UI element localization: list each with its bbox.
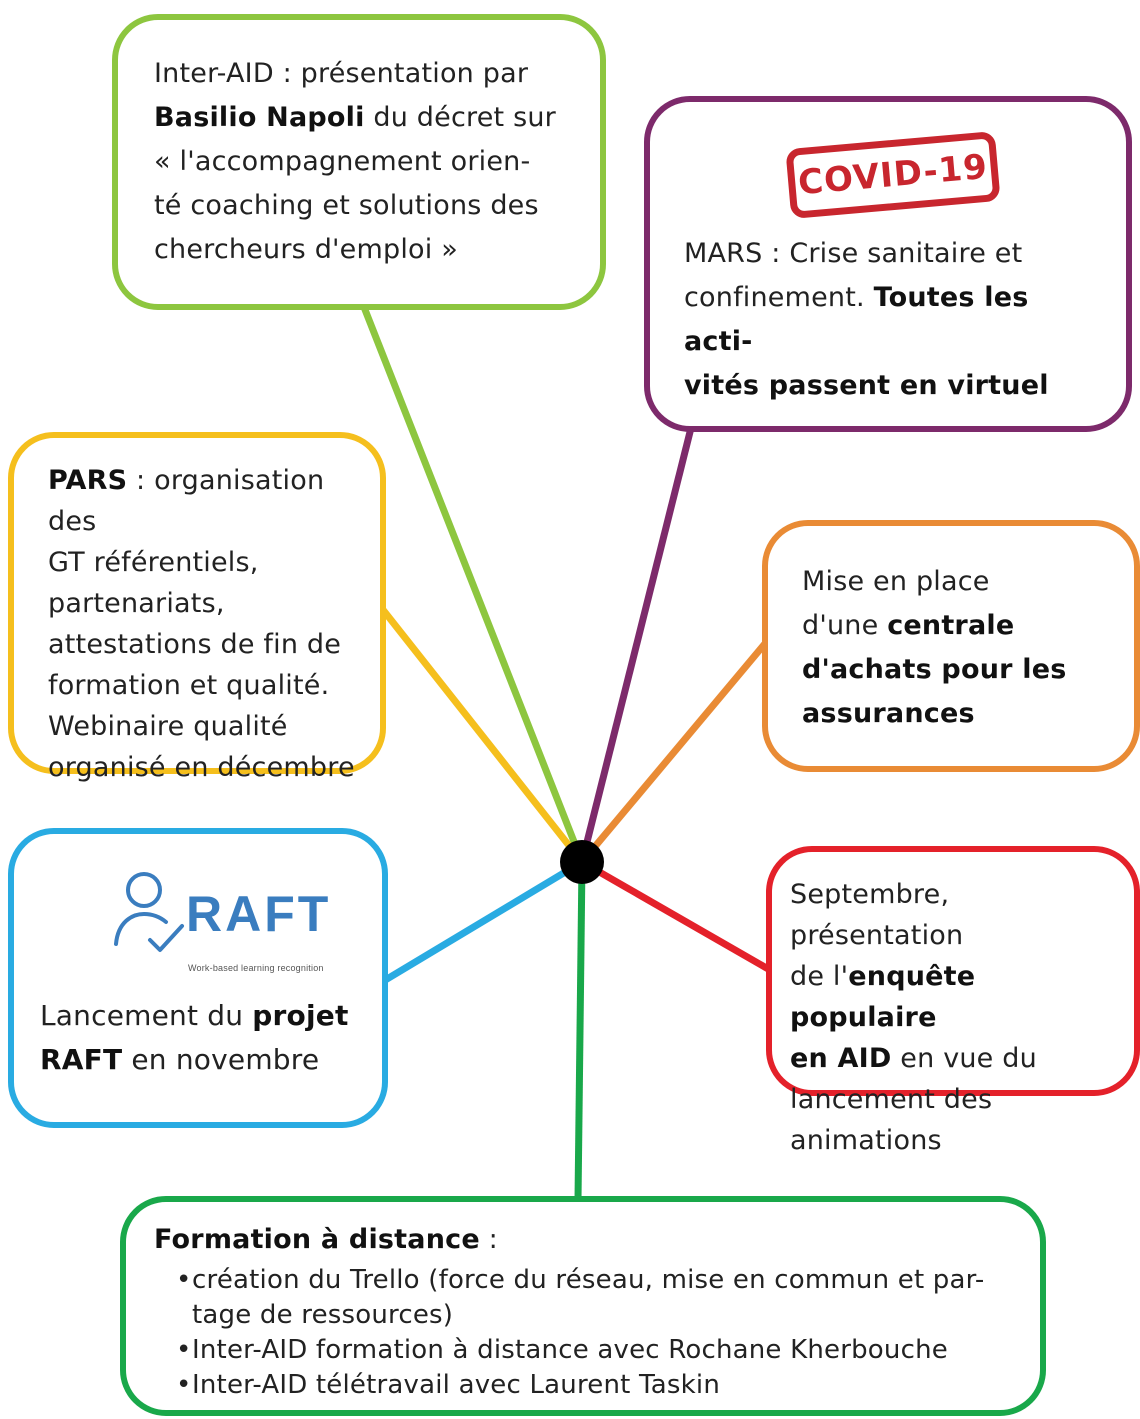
enquete-line4: lancement des bbox=[790, 1084, 993, 1115]
pars-line5: formation et qualité. bbox=[48, 670, 330, 701]
pars-label: PARS bbox=[48, 465, 128, 496]
raft-line1-bold: projet bbox=[252, 999, 349, 1032]
covid-line1: MARS : Crise sanitaire et bbox=[684, 238, 1023, 269]
enquete-line2-bold: enquête populaire bbox=[790, 961, 976, 1033]
formation-item2: Inter-AID formation à distance avec Roch… bbox=[192, 1335, 948, 1365]
connector-enquete bbox=[580, 858, 772, 974]
assur-line1: Mise en place bbox=[802, 566, 990, 597]
box-enquete: Septembre, présentation de l'enquête pop… bbox=[766, 846, 1140, 1156]
formation-list: création du Trello (force du réseau, mis… bbox=[154, 1263, 1020, 1403]
inter-aid-speaker: Basilio Napoli bbox=[154, 102, 365, 133]
raft-line1: Lancement du projet bbox=[40, 994, 370, 1038]
covid-line2-bold: Toutes les acti- bbox=[684, 282, 1029, 357]
inter-aid-line5: chercheurs d'emploi » bbox=[154, 234, 458, 265]
enquete-line3-bold: en AID bbox=[790, 1043, 892, 1074]
inter-aid-line2-rest: du décret sur bbox=[364, 102, 556, 133]
formation-title: Formation à distance bbox=[154, 1224, 480, 1255]
pars-line1: PARS : organisation des bbox=[48, 460, 370, 542]
hub-dot bbox=[560, 840, 604, 884]
enquete-line3-rest: en vue du bbox=[891, 1043, 1037, 1074]
connector-formation bbox=[574, 861, 586, 1201]
inter-aid-line1: Inter-AID : présentation par bbox=[154, 58, 529, 89]
connector-pars bbox=[377, 603, 585, 865]
assur-line3-bold: d'achats pour les bbox=[802, 654, 1067, 685]
formation-item-trello: création du Trello (force du réseau, mis… bbox=[176, 1263, 1020, 1333]
covid-stamp-text: COVID-19 bbox=[796, 146, 990, 204]
box-inter-aid: Inter-AID : présentation par Basilio Nap… bbox=[112, 14, 606, 310]
pars-line1-rest: : organisation des bbox=[48, 465, 325, 537]
inter-aid-line2: Basilio Napoli du décret sur bbox=[154, 96, 574, 140]
person-check-icon bbox=[114, 872, 184, 952]
pars-line3: partenariats, bbox=[48, 588, 225, 619]
raft-line2-bold: RAFT bbox=[40, 1043, 123, 1076]
enquete-line1: Septembre, présentation bbox=[790, 879, 964, 951]
inter-aid-line3: « l'accompagnement orien- bbox=[154, 146, 531, 177]
box-covid: COVID-19 MARS : Crise sanitaire et confi… bbox=[644, 96, 1132, 432]
inter-aid-line4: té coaching et solutions des bbox=[154, 190, 539, 221]
connector-raft bbox=[380, 858, 584, 986]
box-formation: Formation à distance : création du Trell… bbox=[120, 1196, 1046, 1416]
box-pars: PARS : organisation des GT référentiels,… bbox=[8, 432, 386, 783]
covid-line3-bold: vités passent en virtuel bbox=[684, 370, 1049, 401]
raft-logo-word: RAFT bbox=[186, 886, 332, 942]
formation-title-rest: : bbox=[479, 1224, 498, 1255]
pars-line2: GT référentiels, bbox=[48, 547, 259, 578]
raft-line1-plain: Lancement du bbox=[40, 999, 253, 1032]
formation-title-line: Formation à distance : bbox=[154, 1222, 1020, 1257]
box-assurances: Mise en place d'une centrale d'achats po… bbox=[762, 520, 1140, 772]
assur-line3: d'achats pour les bbox=[802, 648, 1124, 692]
covid-line2: confinement. Toutes les acti- bbox=[684, 276, 1106, 364]
connector-assurances bbox=[579, 637, 771, 865]
assur-line2-bold: centrale bbox=[887, 610, 1015, 641]
covid-stamp-icon: COVID-19 bbox=[785, 130, 1001, 220]
enquete-line3: en AID en vue du bbox=[790, 1038, 1128, 1079]
raft-line2: RAFT en novembre bbox=[40, 1038, 370, 1082]
covid-line2-plain: confinement. bbox=[684, 282, 874, 313]
pars-line4: attestations de fin de bbox=[48, 629, 342, 660]
raft-logo: RAFT Work-based learning recognition bbox=[110, 870, 350, 973]
assur-line4-bold: assurances bbox=[802, 698, 975, 729]
raft-line2-rest: en novembre bbox=[122, 1043, 320, 1076]
box-raft: RAFT Work-based learning recognition Lan… bbox=[8, 828, 388, 1128]
formation-item-teletravail: Inter-AID télétravail avec Laurent Taski… bbox=[176, 1368, 1020, 1403]
connector-covid bbox=[578, 423, 696, 863]
assur-line2: d'une centrale bbox=[802, 604, 1124, 648]
pars-line7: organisé en décembre bbox=[48, 752, 355, 783]
enquete-line2: de l'enquête populaire bbox=[790, 956, 1128, 1038]
assur-line4: assurances bbox=[802, 692, 1124, 736]
pars-line6: Webinaire qualité bbox=[48, 711, 288, 742]
covid-line3: vités passent en virtuel bbox=[684, 364, 1106, 408]
formation-item1-line1: création du Trello (force du réseau, mis… bbox=[192, 1265, 985, 1295]
raft-logo-tagline: Work-based learning recognition bbox=[188, 963, 324, 973]
enquete-line2-plain: de l' bbox=[790, 961, 849, 992]
connector-inter-aid bbox=[358, 300, 586, 864]
enquete-line5: animations bbox=[790, 1125, 942, 1156]
assur-line2-plain: d'une bbox=[802, 610, 888, 641]
formation-item3: Inter-AID télétravail avec Laurent Taski… bbox=[192, 1370, 721, 1400]
formation-item-distance: Inter-AID formation à distance avec Roch… bbox=[176, 1333, 1020, 1368]
formation-item1-line2: tage de ressources) bbox=[192, 1300, 454, 1330]
